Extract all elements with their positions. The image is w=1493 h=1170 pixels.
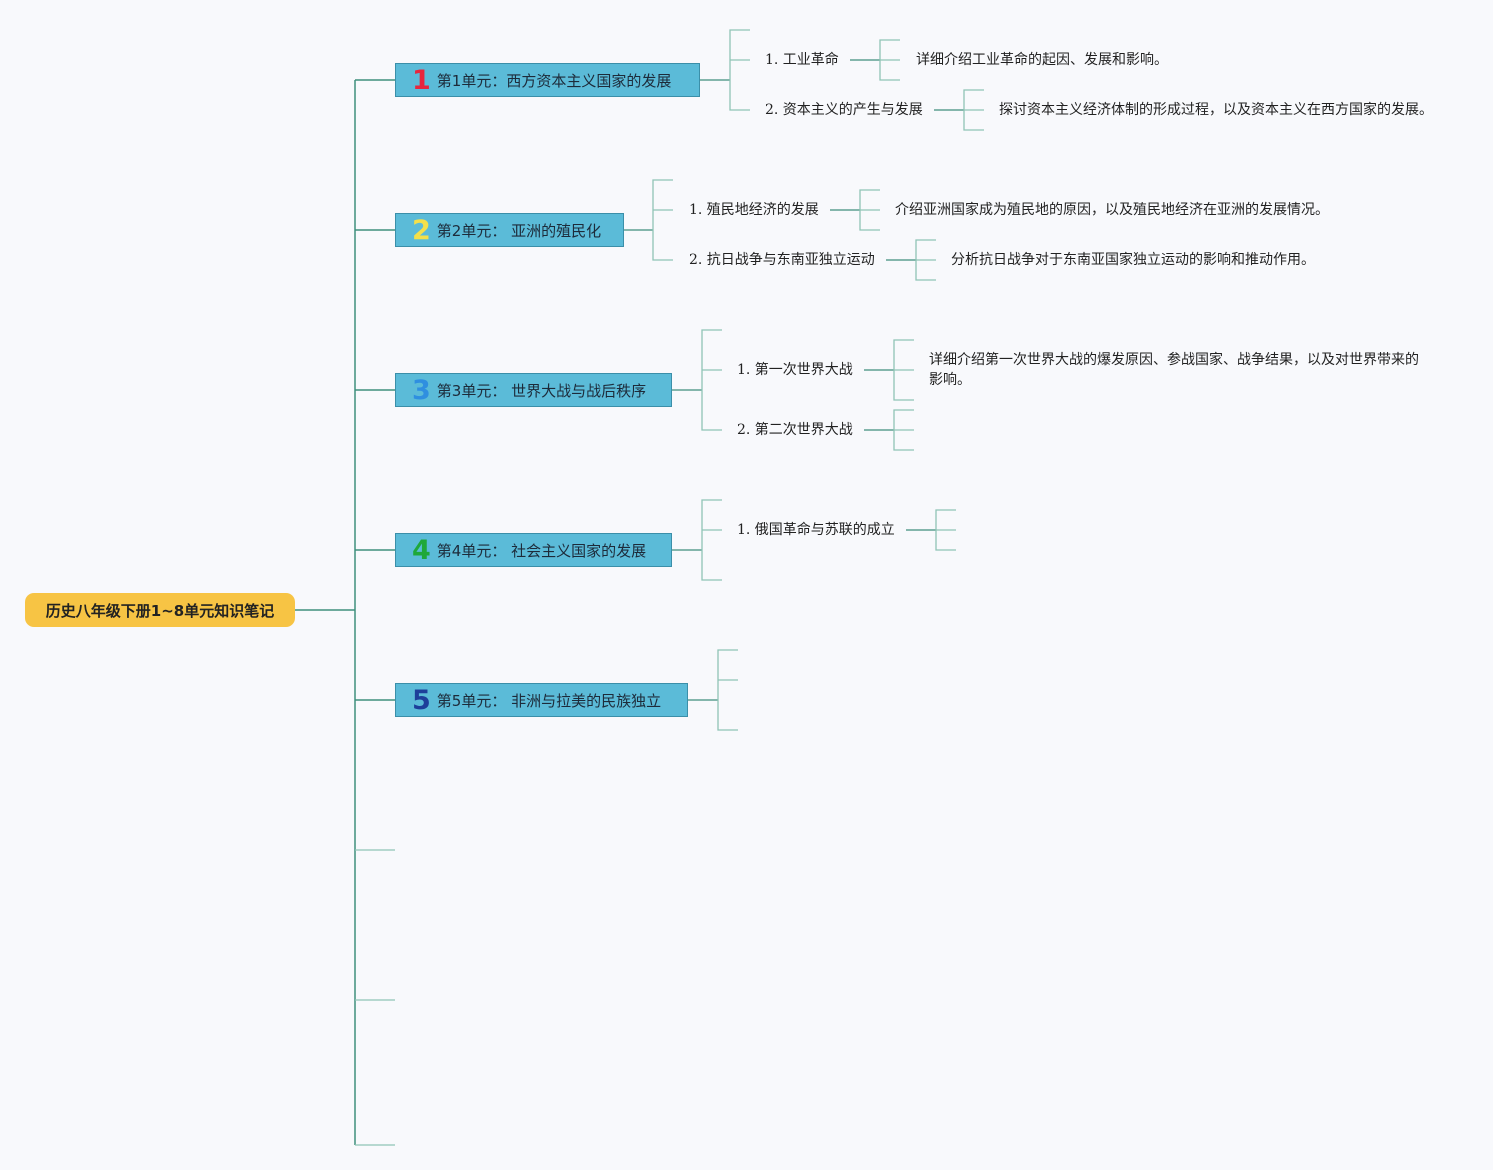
unit-label: 第5单元： 非洲与拉美的民族独立 xyxy=(436,691,662,710)
unit-number-badge: 2 xyxy=(412,214,431,246)
unit-node-3[interactable]: 3 第3单元： 世界大战与战后秩序 xyxy=(395,373,672,407)
topic-detail: 介绍亚洲国家成为殖民地的原因，以及殖民地经济在亚洲的发展情况。 xyxy=(895,202,1329,218)
topic-detail: 分析抗日战争对于东南亚国家独立运动的影响和推动作用。 xyxy=(951,252,1315,268)
topic-detail: 探讨资本主义经济体制的形成过程，以及资本主义在西方国家的发展。 xyxy=(999,102,1433,118)
topic-node[interactable]: 1. 第一次世界大战 xyxy=(737,362,853,378)
topic-node[interactable]: 1. 俄国革命与苏联的成立 xyxy=(737,522,895,538)
unit-number-badge: 3 xyxy=(412,374,431,406)
topic-detail: 详细介绍工业革命的起因、发展和影响。 xyxy=(916,52,1168,68)
root-node[interactable]: 历史八年级下册1~8单元知识笔记 xyxy=(25,593,295,627)
topic-node[interactable]: 2. 抗日战争与东南亚独立运动 xyxy=(689,252,875,268)
unit-node-4[interactable]: 4 第4单元： 社会主义国家的发展 xyxy=(395,533,672,567)
unit-node-5[interactable]: 5 第5单元： 非洲与拉美的民族独立 xyxy=(395,683,688,717)
topic-node[interactable]: 2. 资本主义的产生与发展 xyxy=(765,102,923,118)
unit-number-badge: 4 xyxy=(412,534,431,566)
unit-number-badge: 5 xyxy=(412,684,431,716)
unit-node-1[interactable]: 1 第1单元：西方资本主义国家的发展 xyxy=(395,63,700,97)
topic-node[interactable]: 1. 工业革命 xyxy=(765,52,839,68)
unit-number-badge: 1 xyxy=(412,64,431,96)
root-title: 历史八年级下册1~8单元知识笔记 xyxy=(45,601,275,620)
topic-node[interactable]: 1. 殖民地经济的发展 xyxy=(689,202,819,218)
unit-node-2[interactable]: 2 第2单元： 亚洲的殖民化 xyxy=(395,213,624,247)
unit-label: 第3单元： 世界大战与战后秩序 xyxy=(436,381,647,400)
unit-label: 第4单元： 社会主义国家的发展 xyxy=(436,541,647,560)
topic-detail: 详细介绍第一次世界大战的爆发原因、参战国家、战争结果，以及对世界带来的影响。 xyxy=(929,352,1419,388)
topic-node[interactable]: 2. 第二次世界大战 xyxy=(737,422,853,438)
unit-label: 第1单元：西方资本主义国家的发展 xyxy=(436,71,672,90)
unit-label: 第2单元： 亚洲的殖民化 xyxy=(436,221,602,240)
